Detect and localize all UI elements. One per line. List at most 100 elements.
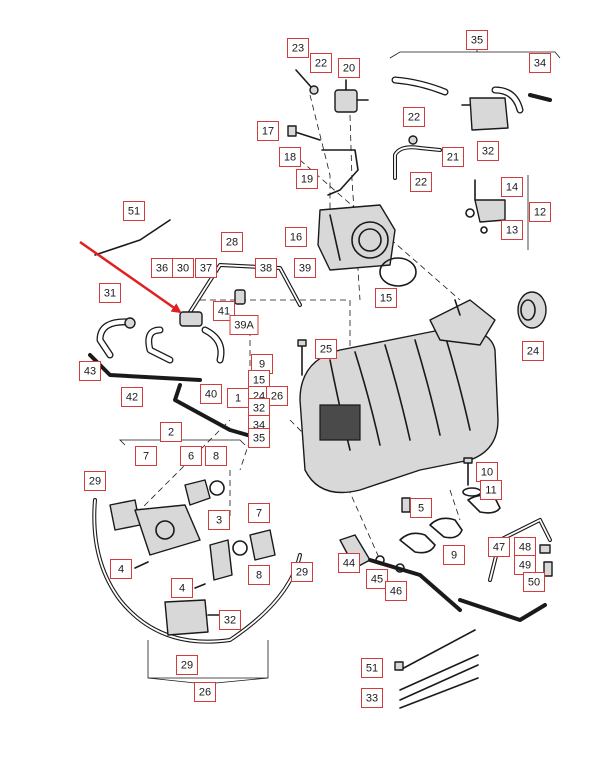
- callout-c40[interactable]: 40: [200, 384, 222, 404]
- callout-c51b[interactable]: 51: [361, 658, 383, 678]
- callout-c46[interactable]: 46: [385, 581, 407, 601]
- callout-c8b[interactable]: 8: [248, 565, 270, 585]
- part-7: [249, 529, 276, 561]
- callout-c50[interactable]: 50: [523, 572, 545, 592]
- callout-c17[interactable]: 17: [257, 121, 279, 141]
- callout-label: 32: [253, 403, 265, 415]
- callout-c35[interactable]: 35: [466, 30, 488, 50]
- callout-box: [291, 562, 313, 582]
- callout-box: [315, 339, 337, 359]
- callout-c32a[interactable]: 32: [477, 141, 499, 161]
- callout-c4b[interactable]: 4: [171, 578, 193, 598]
- callout-c22c[interactable]: 22: [410, 172, 432, 192]
- callout-c1[interactable]: 1: [227, 388, 249, 408]
- callout-c45[interactable]: 45: [366, 569, 388, 589]
- callout-c16[interactable]: 16: [285, 227, 307, 247]
- callout-label: 26: [199, 687, 211, 699]
- callout-c7b[interactable]: 7: [248, 503, 270, 523]
- callout-c9a[interactable]: 9: [251, 354, 273, 374]
- callout-label: 7: [256, 508, 262, 520]
- callout-c31[interactable]: 31: [99, 283, 121, 303]
- callout-c44[interactable]: 44: [338, 553, 360, 573]
- callout-label: 22: [408, 112, 420, 124]
- callout-c49[interactable]: 49: [514, 555, 536, 575]
- callout-label: 30: [177, 263, 189, 275]
- callout-c26b[interactable]: 26: [194, 682, 216, 702]
- callout-label: 6: [188, 451, 194, 463]
- callout-c32c[interactable]: 32: [219, 610, 241, 630]
- callout-c42[interactable]: 42: [121, 387, 143, 407]
- callout-c14[interactable]: 14: [501, 177, 523, 197]
- callout-c33[interactable]: 33: [361, 688, 383, 708]
- callout-label: 42: [126, 392, 138, 404]
- callout-label: 49: [519, 560, 531, 572]
- callout-c30[interactable]: 30: [172, 258, 194, 278]
- callout-box: [248, 503, 270, 523]
- callout-c38[interactable]: 38: [255, 258, 277, 278]
- callout-c32b[interactable]: 32: [248, 398, 270, 418]
- callout-c34[interactable]: 34: [529, 53, 551, 73]
- callout-c9b[interactable]: 9: [443, 545, 465, 565]
- callout-c24a[interactable]: 24: [522, 341, 544, 361]
- callout-label: 29: [181, 660, 193, 672]
- callout-c28[interactable]: 28: [221, 232, 243, 252]
- callout-label: 26: [271, 391, 283, 403]
- callout-c5[interactable]: 5: [410, 498, 432, 518]
- callout-c15[interactable]: 15: [375, 288, 397, 308]
- callout-c51a[interactable]: 51: [123, 201, 145, 221]
- seal-8-lower: [232, 540, 248, 556]
- callout-c19[interactable]: 19: [296, 169, 318, 189]
- callout-c2[interactable]: 2: [160, 422, 182, 442]
- callout-box: [287, 38, 309, 58]
- callout-box: [208, 510, 230, 530]
- callout-c6[interactable]: 6: [180, 446, 202, 466]
- callout-label: 20: [343, 63, 355, 75]
- callout-c22b[interactable]: 22: [403, 107, 425, 127]
- callout-label: 29: [296, 567, 308, 579]
- callout-box: [442, 147, 464, 167]
- callout-c13[interactable]: 13: [501, 220, 523, 240]
- callout-c3[interactable]: 3: [208, 510, 230, 530]
- callout-c8a[interactable]: 8: [205, 446, 227, 466]
- callout-c10[interactable]: 10: [476, 462, 498, 482]
- callout-c15b[interactable]: 15: [248, 370, 270, 390]
- callout-label: 15: [253, 375, 265, 387]
- callout-c29c[interactable]: 29: [291, 562, 313, 582]
- callout-c29d[interactable]: 29: [176, 655, 198, 675]
- callout-box: [135, 446, 157, 466]
- callout-c29b[interactable]: 29: [84, 471, 106, 491]
- callout-label: 47: [493, 542, 505, 554]
- callout-c37[interactable]: 37: [195, 258, 217, 278]
- callout-label: 36: [156, 263, 168, 275]
- callout-c36[interactable]: 36: [151, 258, 173, 278]
- pipe-47: [458, 518, 553, 622]
- callout-box: [200, 384, 222, 404]
- callout-c18[interactable]: 18: [279, 147, 301, 167]
- callout-c39[interactable]: 39: [294, 258, 316, 278]
- callout-box: [310, 53, 332, 73]
- callout-c23[interactable]: 23: [287, 38, 309, 58]
- callout-c43[interactable]: 43: [79, 361, 101, 381]
- callout-c7a[interactable]: 7: [135, 446, 157, 466]
- callout-c20[interactable]: 20: [338, 58, 360, 78]
- callout-label: 51: [128, 206, 140, 218]
- callout-label: 4: [179, 583, 185, 595]
- callout-box: [194, 682, 216, 702]
- callout-c25[interactable]: 25: [315, 339, 337, 359]
- callout-c22a[interactable]: 22: [310, 53, 332, 73]
- callout-c11[interactable]: 11: [480, 480, 502, 500]
- callout-c39A[interactable]: 39A: [229, 315, 259, 335]
- callout-c48[interactable]: 48: [514, 537, 536, 557]
- callout-c41[interactable]: 41: [213, 301, 235, 321]
- valve-20: [334, 79, 369, 113]
- callout-c21[interactable]: 21: [442, 147, 464, 167]
- callout-c47[interactable]: 47: [488, 537, 510, 557]
- bolt-25: [297, 339, 307, 376]
- callout-c26a[interactable]: 26: [266, 386, 288, 406]
- callout-c12[interactable]: 12: [529, 202, 551, 222]
- callout-c4a[interactable]: 4: [110, 559, 132, 579]
- callout-box: [172, 258, 194, 278]
- cable-ties-lower: [394, 629, 479, 709]
- callout-c35b[interactable]: 35: [248, 428, 270, 448]
